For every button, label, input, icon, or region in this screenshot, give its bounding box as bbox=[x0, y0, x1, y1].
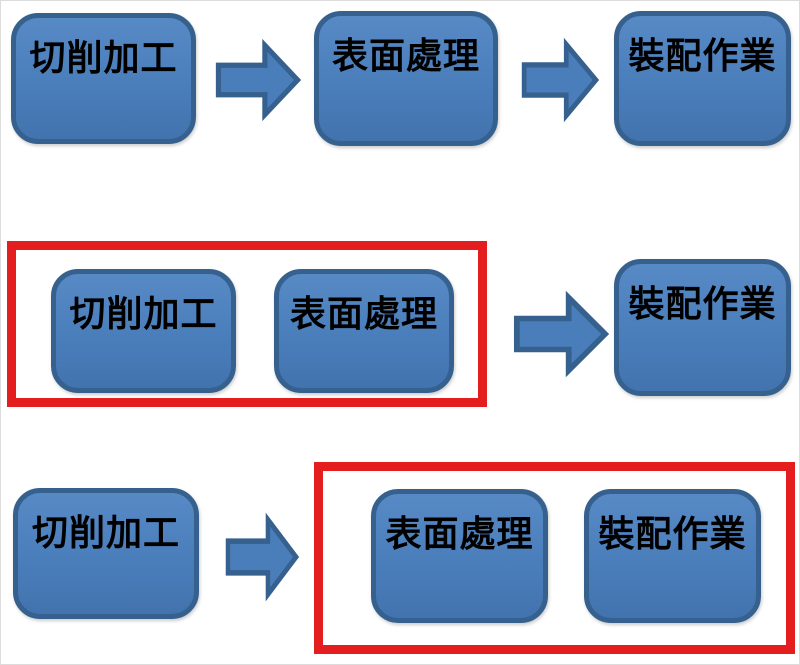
row2-box-surface: 表面處理 bbox=[274, 269, 454, 393]
row1-box-assembly: 裝配作業 bbox=[614, 11, 791, 146]
block-arrow-right-icon bbox=[215, 38, 302, 122]
highlight-frame-grouped-last-two bbox=[314, 462, 795, 654]
row2-box-assembly: 裝配作業 bbox=[614, 259, 791, 396]
row3-box-surface: 表面處理 bbox=[371, 489, 548, 623]
block-arrow-right-icon bbox=[225, 512, 300, 602]
row3-box-assembly: 裝配作業 bbox=[584, 489, 761, 623]
row2-box-cutting: 切削加工 bbox=[51, 269, 236, 393]
row3-box-cutting: 切削加工 bbox=[13, 488, 199, 619]
block-arrow-right-icon bbox=[513, 290, 610, 378]
box-label: 切削加工 bbox=[31, 513, 180, 553]
box-label: 切削加工 bbox=[69, 294, 218, 334]
highlight-frame-grouped-first-two bbox=[7, 241, 487, 407]
block-arrow-right-icon bbox=[521, 37, 600, 123]
box-label: 切削加工 bbox=[29, 38, 178, 78]
box-label: 裝配作業 bbox=[628, 36, 777, 76]
row1-box-surface: 表面處理 bbox=[314, 11, 498, 146]
row1-box-cutting: 切削加工 bbox=[11, 13, 196, 144]
box-label: 裝配作業 bbox=[598, 514, 747, 554]
box-label: 表面處理 bbox=[289, 294, 438, 334]
box-label: 裝配作業 bbox=[628, 284, 777, 324]
box-label: 表面處理 bbox=[385, 514, 534, 554]
box-label: 表面處理 bbox=[331, 36, 480, 76]
